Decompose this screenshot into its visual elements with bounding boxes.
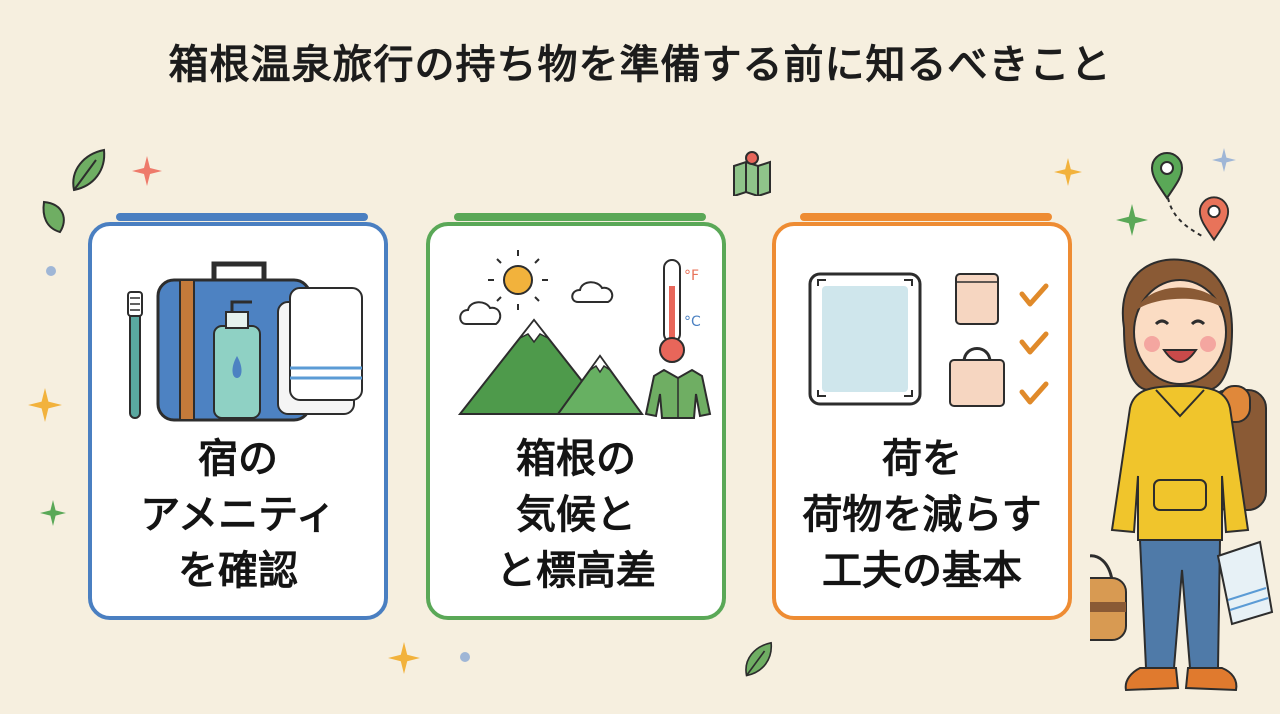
sparkle-icon <box>1116 204 1148 236</box>
leaf-icon <box>745 641 772 677</box>
card-label-line: を確認 <box>178 548 298 594</box>
hoodie <box>1110 384 1250 541</box>
card-tab <box>800 213 1052 221</box>
card-label-line: 気候と <box>516 492 636 538</box>
towel-icon <box>277 287 363 415</box>
soap-bottle-icon <box>213 300 261 419</box>
card-label-line: 荷を <box>882 436 962 482</box>
location-pin-icon <box>1198 196 1230 242</box>
sparkle-icon <box>388 642 420 674</box>
leaf-icon <box>42 200 65 234</box>
climate-illustration: °F °C <box>457 250 712 419</box>
card-label-line: 工夫の基本 <box>822 548 1022 594</box>
leaf-icon <box>72 148 106 192</box>
sparkle-icon <box>1212 148 1236 172</box>
jeans <box>1138 539 1222 669</box>
pouch-icon <box>955 273 999 325</box>
sparkle-icon <box>132 156 162 186</box>
dashed-path <box>1167 197 1203 237</box>
card-label-line: と標高差 <box>496 548 656 594</box>
svg-text:°C: °C <box>684 314 701 330</box>
dot <box>46 266 56 276</box>
sun-icon <box>488 250 548 310</box>
map-icon <box>733 151 771 196</box>
cloud-icon <box>459 281 614 325</box>
page-title: 箱根温泉旅行の持ち物を準備する前に知るべきこと <box>168 42 1112 88</box>
card-label-line: 宿の <box>198 436 278 482</box>
mountain-icon <box>457 318 644 415</box>
card-label-line: 荷物を減らす <box>802 492 1042 538</box>
traveler-illustration <box>1090 258 1274 692</box>
card-label-line: アメニティ <box>140 492 336 538</box>
dot <box>460 652 470 662</box>
card-pack-light: 荷を 荷物を減らす 工夫の基本 <box>772 213 1072 620</box>
location-pin-icon <box>1150 152 1184 200</box>
jacket-icon <box>644 368 712 419</box>
packing-illustration <box>808 272 1049 407</box>
thermometer-icon: °F °C <box>659 259 701 363</box>
checkmark-icon <box>1019 283 1049 405</box>
card-tab <box>454 213 706 221</box>
tote-bag-icon <box>949 347 1005 407</box>
compact-case-icon <box>808 272 922 406</box>
amenities-illustration <box>127 261 363 422</box>
card-tab <box>116 213 368 221</box>
sparkle-icon <box>1054 158 1082 186</box>
towel-icon <box>1216 540 1274 626</box>
toothbrush-icon <box>127 291 143 419</box>
card-amenities: 宿の アメニティ を確認 <box>88 213 388 620</box>
card-climate: °F °C 箱根の 気候と と標高差 <box>426 213 726 620</box>
card-label-line: 箱根の <box>516 436 636 482</box>
face <box>1133 279 1227 385</box>
sparkle-icon <box>28 388 62 422</box>
svg-text:°F: °F <box>684 268 699 284</box>
shoes <box>1124 667 1238 692</box>
duffel-bag-icon <box>1090 554 1127 641</box>
sparkle-icon <box>40 500 66 526</box>
